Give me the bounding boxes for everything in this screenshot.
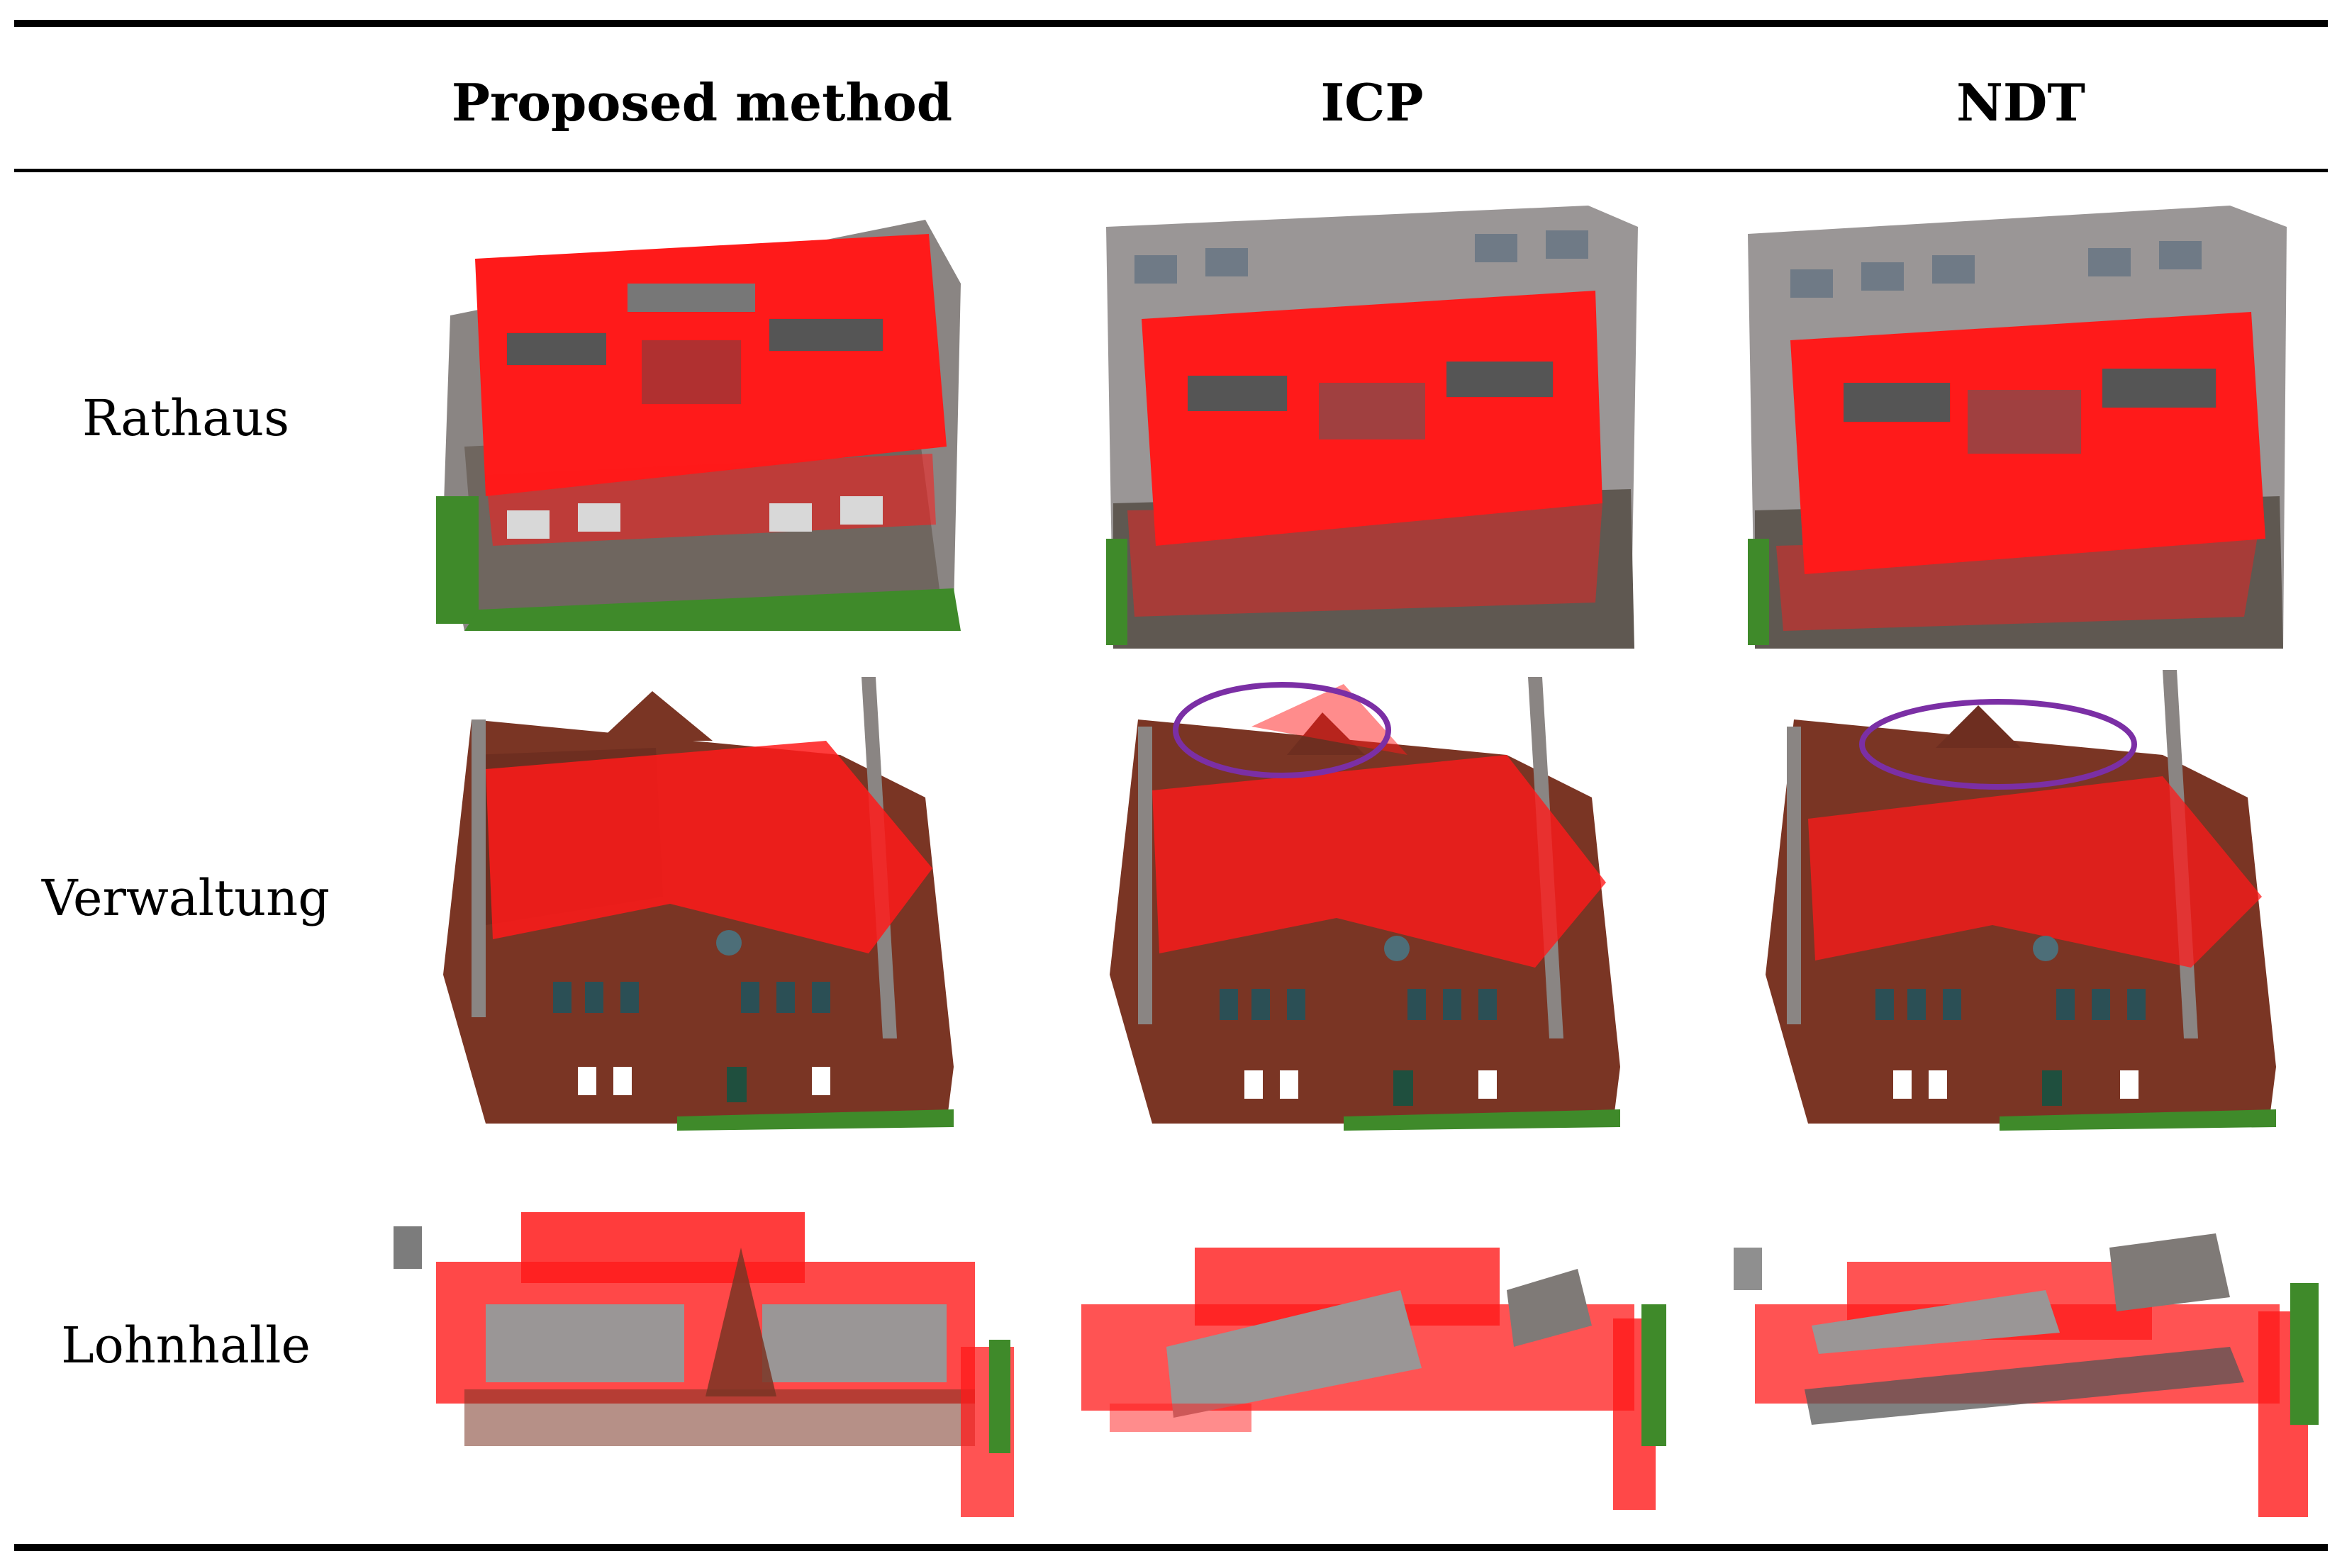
lohnhalle-proposed-method-result (394, 1198, 1017, 1517)
rathaus-ndt-result (1748, 206, 2287, 652)
table-bottom-rule (14, 1544, 2328, 1551)
rathaus-icp-result (1106, 206, 1638, 652)
row-label-rathaus: Rathaus (82, 389, 289, 447)
table-header-rule (14, 169, 2328, 172)
verwaltung-ndt-result (1766, 670, 2280, 1131)
row-label-lohnhalle: Lohnhalle (61, 1316, 311, 1374)
row-label-verwaltung: Verwaltung (41, 869, 330, 927)
table-top-rule (14, 20, 2328, 27)
lohnhalle-ndt-result (1734, 1219, 2322, 1517)
verwaltung-proposed-method-result (443, 670, 961, 1131)
lohnhalle-icp-result (1081, 1233, 1670, 1513)
column-header-proposed-method: Proposed method (451, 72, 953, 133)
column-header-ndt: NDT (1956, 72, 2085, 133)
verwaltung-icp-result (1110, 670, 1627, 1131)
rathaus-proposed-method-result (436, 191, 968, 631)
column-header-icp: ICP (1320, 72, 1424, 133)
